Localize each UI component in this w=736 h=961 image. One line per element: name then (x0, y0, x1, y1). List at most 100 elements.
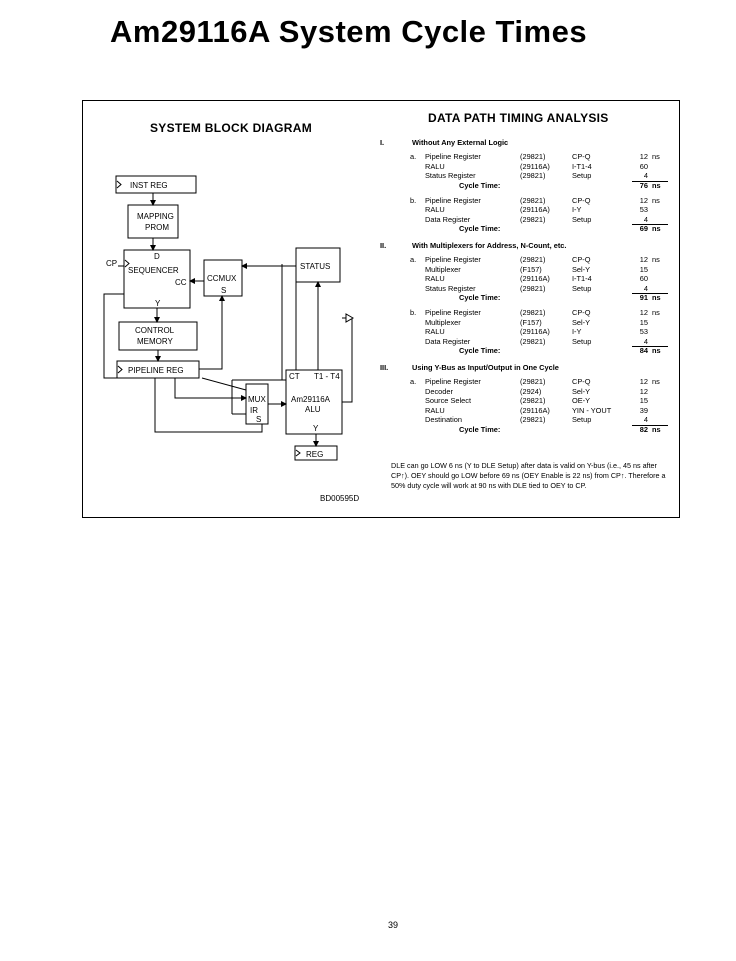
section-title: Without Any External Logic (412, 138, 509, 147)
status-label: STATUS (300, 262, 330, 271)
case-letter: a. (410, 152, 417, 161)
timing-row-path: Setup (572, 214, 592, 224)
timing-row-part: (29821) (520, 152, 546, 161)
timing-row-part: (29821) (520, 377, 546, 386)
timing-row-ns: 60 (639, 274, 648, 283)
timing-row-part: (29821) (520, 283, 546, 293)
timing-row-part: (29116A) (520, 274, 550, 283)
timing-row-name: Pipeline Register (425, 308, 481, 317)
cycle-time-value: 91 (639, 293, 648, 302)
timing-row-part: (2924) (520, 386, 542, 396)
timing-row-name: RALU (425, 161, 445, 171)
timing-row-ns: 12 (639, 386, 648, 396)
timing-row-ns: 15 (639, 264, 648, 274)
pipeline-reg-label: PIPELINE REG (128, 366, 184, 375)
timing-row-name: Destination (425, 415, 462, 424)
cycle-time-value: 69 (639, 224, 648, 233)
timing-row-path: CP-Q (572, 377, 591, 386)
timing-row-ns: 4 (643, 283, 648, 293)
cycle-time-unit: ns (652, 293, 661, 302)
timing-row-ns: 60 (639, 161, 648, 171)
timing-row-path: I-Y (572, 205, 582, 214)
timing-row-name: RALU (425, 405, 445, 415)
timing-row-ns: 4 (643, 336, 648, 346)
timing-row-path: CP-Q (572, 308, 591, 317)
timing-row-path: Sel-Y (572, 386, 591, 396)
mapping-prom-label-1: MAPPING (137, 212, 174, 221)
sum-line (632, 424, 668, 426)
cycle-time-label: Cycle Time: (459, 346, 501, 355)
timing-row-path: Setup (572, 171, 592, 180)
timing-row-name: Status Register (425, 283, 476, 293)
timing-row-part: (29116A) (520, 205, 550, 214)
timing-row-part: (29821) (520, 195, 546, 205)
timing-row-path: Setup (572, 336, 592, 346)
timing-row-part: (29116A) (520, 327, 550, 336)
timing-row-part: (29821) (520, 214, 546, 224)
ccmux-s-label: S (221, 286, 226, 295)
timing-row-name: Multiplexer (425, 264, 461, 274)
timing-row-ns: 4 (643, 415, 648, 424)
timing-row-part: (29821) (520, 255, 546, 264)
timing-row-unit: ns (652, 377, 660, 386)
alu-label: ALU (305, 405, 321, 414)
content-frame (82, 100, 680, 518)
timing-row-part: (29821) (520, 171, 546, 180)
section-number: I. (380, 138, 385, 147)
timing-row-path: Setup (572, 283, 592, 293)
timing-row-ns: 12 (639, 255, 648, 264)
inst-reg-block (115, 175, 197, 194)
timing-row-name: Source Select (425, 396, 472, 405)
timing-row-ns: 12 (639, 377, 648, 386)
timing-row-ns: 12 (639, 152, 648, 161)
sum-line (632, 293, 668, 294)
alu-name-label: Am29116A (291, 395, 331, 404)
case-letter: a. (410, 255, 417, 264)
case-letter: b. (410, 308, 417, 317)
timing-row-part: (29116A) (520, 161, 550, 171)
control-memory-label-1: CONTROL (135, 326, 175, 335)
timing-row-ns: 53 (639, 327, 648, 336)
timing-row-part: (29821) (520, 308, 546, 317)
alu-ct-label: CT (289, 372, 300, 381)
cycle-time-label: Cycle Time: (459, 180, 501, 190)
cycle-time-unit: ns (652, 224, 661, 233)
timing-row-name: RALU (425, 327, 445, 336)
timing-row-path: CP-Q (572, 195, 591, 205)
timing-row-part: (F157) (520, 317, 542, 327)
timing-row-name: Data Register (425, 214, 471, 224)
cycle-time-value: 76 (639, 180, 648, 190)
timing-row-name: Multiplexer (425, 317, 461, 327)
timing-row-unit: ns (652, 195, 660, 205)
out-reg-label: REG (306, 450, 323, 459)
timing-row-unit: ns (652, 255, 660, 264)
timing-row-ns: 12 (639, 195, 648, 205)
timing-row-name: Pipeline Register (425, 377, 481, 386)
control-memory-label-2: MEMORY (137, 337, 174, 346)
cycle-time-value: 84 (639, 346, 648, 355)
timing-row-unit: ns (652, 308, 660, 317)
timing-row-path: I-T1-4 (572, 161, 592, 171)
cycle-time-label: Cycle Time: (459, 293, 501, 302)
mapping-prom-block (127, 204, 179, 239)
timing-row-path: Sel-Y (572, 264, 591, 274)
figure-id: BD00595D (320, 494, 360, 503)
timing-row-name: Pipeline Register (425, 152, 481, 161)
timing-row-name: Pipeline Register (425, 255, 481, 264)
timing-row-name: RALU (425, 274, 445, 283)
cycle-time-unit: ns (652, 424, 661, 434)
ccmux-label: CCMUX (207, 274, 237, 283)
timing-row-ns: 39 (639, 405, 648, 415)
sum-line (632, 346, 668, 347)
timing-row-ns: 53 (639, 205, 648, 214)
cycle-time-label: Cycle Time: (459, 424, 501, 434)
timing-row-path: YIN - YOUT (572, 405, 612, 415)
timing-row-path: Sel-Y (572, 317, 591, 327)
timing-row-ns: 15 (639, 317, 648, 327)
cycle-time-unit: ns (652, 346, 661, 355)
seq-cc-label: CC (175, 278, 187, 287)
section-number: III. (380, 363, 389, 372)
timing-heading: DATA PATH TIMING ANALYSIS (428, 111, 609, 125)
case-letter: b. (410, 195, 417, 205)
